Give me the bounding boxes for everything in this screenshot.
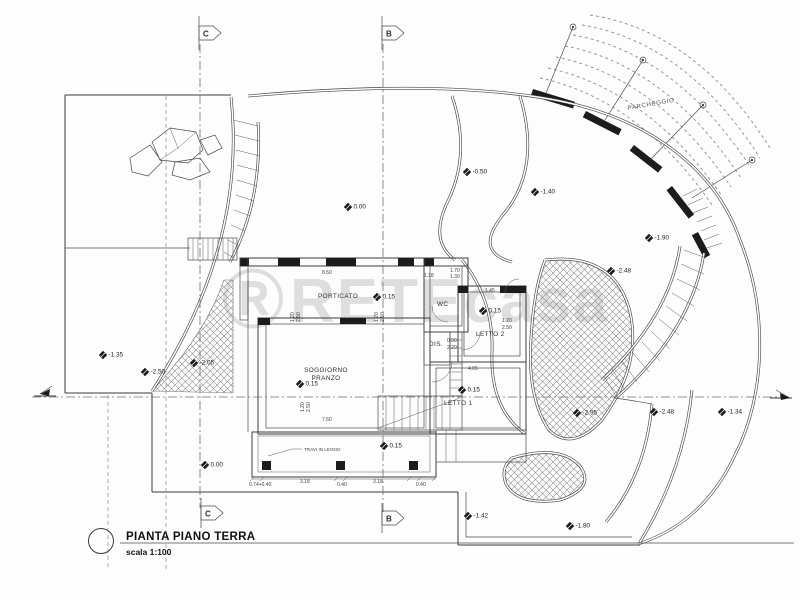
level-marker: 0.15 (478, 306, 502, 316)
dimension-labels: 8.50 1.18 1.70 1.30 1.45 1.20 2.50 0.90 … (249, 268, 512, 488)
level-marker: -1.90 (644, 233, 670, 243)
level-marker: -2.48 (606, 266, 632, 276)
dim-porch-0: 0.74+0.40 (249, 482, 272, 488)
level-marker: 0.15 (295, 379, 319, 389)
fan-stair (601, 245, 707, 400)
room-letto2-label: LETTO 2 (476, 331, 505, 338)
svg-text:-1.80: -1.80 (576, 523, 591, 530)
dim-sogg-b: 2.50 (306, 402, 312, 412)
dim-sogg-a: 1.20 (300, 402, 306, 412)
left-curved-stair (150, 96, 261, 392)
section-flag-b-bottom: B (381, 503, 405, 533)
svg-text:-2.50: -2.50 (151, 369, 166, 376)
svg-text:0.15: 0.15 (390, 443, 403, 450)
parcheggio-label: PARCHEGGIO (627, 97, 675, 112)
svg-text:-1.90: -1.90 (655, 235, 670, 242)
dim-port-a2: 1.20 (374, 312, 380, 322)
parking-bars (530, 89, 711, 259)
svg-text:-1.40: -1.40 (541, 189, 556, 196)
svg-text:-2.95: -2.95 (583, 410, 598, 417)
level-marker: 0.15 (457, 385, 481, 395)
dim-porch-4: 0.40 (416, 482, 426, 488)
svg-text:-2.05: -2.05 (200, 360, 215, 367)
room-pranzo-label: PRANZO (311, 375, 340, 382)
dim-porch-1: 3.18 (300, 479, 310, 485)
drawing-title: PIANTA PIANO TERRA (126, 531, 255, 543)
room-labels: PORTICATO WC LETTO 2 DIS. SOGGIORNO PRAN… (304, 293, 505, 452)
section-flag-c-bottom: C (200, 498, 224, 528)
section-flag-b-top: B (381, 16, 405, 50)
room-wc-label: WC (437, 301, 448, 308)
level-marker: -2.50 (140, 367, 166, 377)
room-dis-label: DIS. (429, 341, 443, 348)
dim-porch-2: 0.40 (337, 482, 347, 488)
svg-text:-1.42: -1.42 (474, 513, 489, 520)
svg-text:0.00: 0.00 (354, 204, 367, 211)
centerlines (32, 44, 792, 570)
level-marker: 0.00 (343, 202, 367, 212)
dim-dis-a: 0.90 (447, 338, 457, 344)
svg-text:-1.35: -1.35 (109, 352, 124, 359)
room-letto1-label: LETTO 1 (444, 400, 473, 407)
dim-top-width: 8.50 (322, 270, 332, 276)
level-marker: -1.42 (463, 511, 489, 521)
dim-wc-a: 1.70 (450, 268, 460, 274)
title-block: PIANTA PIANO TERRA scala 1:100 (88, 528, 794, 557)
boulder-sketch (129, 127, 223, 181)
dim-porch-3: 3.18 (373, 479, 383, 485)
level-marker: -1.40 (530, 187, 556, 197)
level-marker: -1.34 (717, 407, 743, 417)
dim-dis-b: 2.20 (447, 345, 457, 351)
section-flag-c-top: C (198, 16, 222, 50)
building (239, 257, 527, 482)
section-label: C (205, 510, 211, 519)
level-marker: 0.15 (372, 292, 396, 302)
parking-area: PARCHEGGIO (530, 14, 771, 259)
section-label: B (386, 30, 392, 39)
svg-text:0.15: 0.15 (468, 387, 481, 394)
level-marker: -1.80 (565, 521, 591, 531)
dim-letto2-a: 1.20 (502, 318, 512, 324)
beam-note: TRAVI IN LEGNO (304, 447, 341, 452)
svg-text:0.15: 0.15 (306, 381, 319, 388)
level-marker: 0.15 (379, 441, 403, 451)
svg-text:-2.48: -2.48 (660, 409, 675, 416)
room-soggiorno-label: SOGGIORNO (304, 367, 348, 374)
svg-text:0.15: 0.15 (383, 294, 396, 301)
dim-soggiorno: 7.60 (322, 417, 332, 423)
svg-text:-1.34: -1.34 (728, 409, 743, 416)
garden-paths (438, 95, 694, 543)
site-boundary (64, 94, 640, 546)
level-marker: -2.95 (572, 408, 598, 418)
dim-wc-b: 1.30 (450, 274, 460, 280)
level-marker: -1.35 (98, 350, 124, 360)
level-marker: -2.05 (189, 358, 215, 368)
room-porticato-label: PORTICATO (318, 293, 358, 300)
svg-text:-0.50: -0.50 (473, 169, 488, 176)
level-markers: 0.00 0.00 -0.50 -1.40 -1.90 -2.48 -2.95 … (98, 167, 743, 531)
dim-letto2-b: 2.50 (502, 325, 512, 331)
drawing-scale: scala 1:100 (126, 547, 172, 557)
shell-wall (247, 86, 762, 546)
dim-port-a: 1.20 (290, 312, 296, 322)
hatched-zones (151, 259, 633, 502)
svg-text:-2.48: -2.48 (617, 268, 632, 275)
section-label: B (386, 515, 392, 524)
level-marker: -2.48 (649, 407, 675, 417)
level-marker: 0.00 (200, 460, 224, 470)
tree-markers (545, 23, 756, 199)
dim-letto2-top: 1.45 (485, 288, 495, 294)
svg-text:0.00: 0.00 (211, 462, 224, 469)
dim-letto1: 4.05 (468, 366, 478, 372)
level-marker: -0.50 (462, 167, 488, 177)
section-label: C (203, 30, 209, 39)
dim-port-b: 2.50 (296, 312, 302, 322)
dim-port-b2: 2.50 (380, 312, 386, 322)
svg-text:0.15: 0.15 (489, 308, 502, 315)
dim-wc: 1.18 (424, 273, 434, 279)
